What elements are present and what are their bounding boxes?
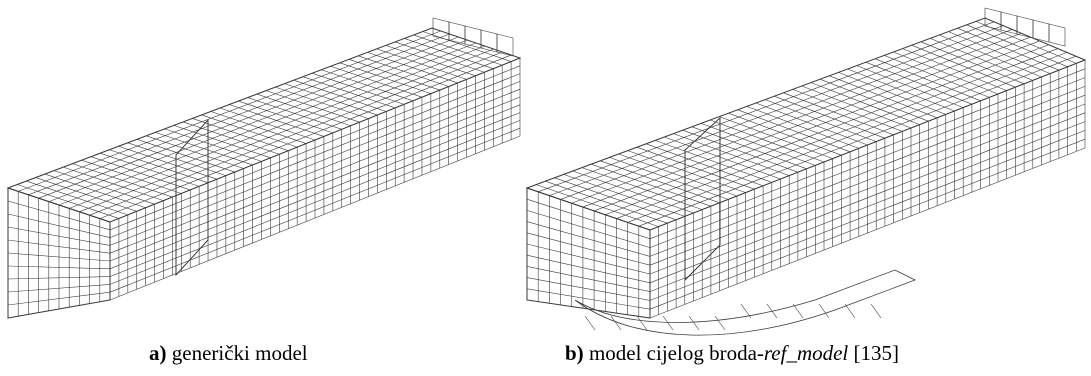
generic-model-mesh [6,17,522,319]
ref-model-mesh [525,7,1087,336]
caption-generic-model: a) generički model [149,341,308,365]
caption-ref-model: b) model cijelog broda-ref_model [135] [565,341,900,365]
